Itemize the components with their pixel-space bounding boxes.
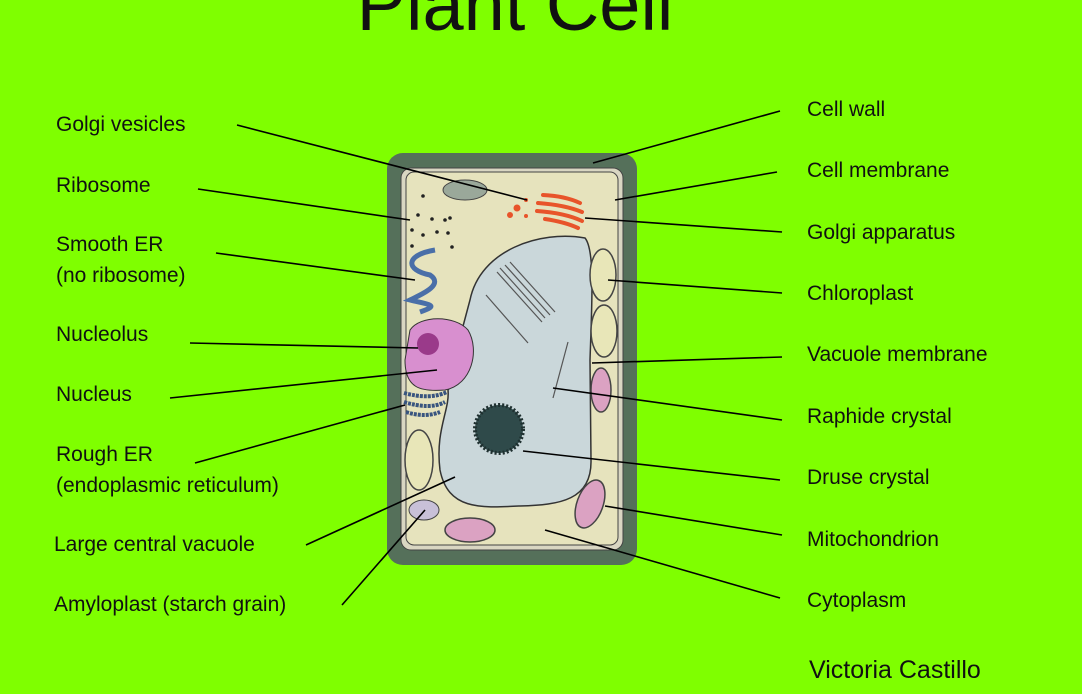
label-ribosome: Ribosome [56, 174, 151, 197]
author-credit: Victoria Castillo [809, 656, 981, 684]
label-nucleus: Nucleus [56, 383, 132, 406]
druse-crystal-shape [473, 403, 525, 455]
label-amyloplast: Amyloplast (starch grain) [54, 593, 287, 616]
ribosomes-shape [410, 194, 454, 249]
label-cytoplasm: Cytoplasm [807, 589, 907, 612]
leader-lines [169, 110, 783, 606]
raphide-crystal-shape [485, 261, 569, 399]
label-golgi-apparatus: Golgi apparatus [807, 221, 956, 244]
golgi-apparatus-shape [535, 193, 584, 230]
label-rough-er: Rough ER [56, 443, 153, 466]
label-raphide-crystal: Raphide crystal [807, 405, 952, 428]
label-golgi-vesicles: Golgi vesicles [56, 113, 186, 136]
label-mitochondrion: Mitochondrion [807, 528, 939, 551]
nucleus-shape [404, 318, 474, 391]
label-chloroplast: Chloroplast [807, 282, 914, 305]
smooth-er-shape [402, 247, 438, 315]
label-smooth-er-sub: (no ribosome) [56, 264, 186, 287]
label-cell-membrane: Cell membrane [807, 159, 950, 182]
label-rough-er-sub: (endoplasmic reticulum) [56, 474, 279, 497]
label-nucleolus: Nucleolus [56, 323, 149, 346]
label-smooth-er: Smooth ER [56, 233, 164, 256]
label-cell-wall: Cell wall [807, 98, 886, 121]
page-title: Plant Cell [356, 0, 674, 46]
nucleolus-shape [417, 333, 439, 355]
rough-er-shape [403, 390, 448, 417]
label-large-central-vacuole: Large central vacuole [54, 533, 255, 556]
label-vacuole-membrane: Vacuole membrane [807, 343, 988, 366]
mitochondrion-shape [444, 367, 612, 543]
golgi-vesicles-shape [507, 198, 528, 218]
label-druse-crystal: Druse crystal [807, 466, 930, 489]
chloroplast-shape [404, 248, 618, 491]
